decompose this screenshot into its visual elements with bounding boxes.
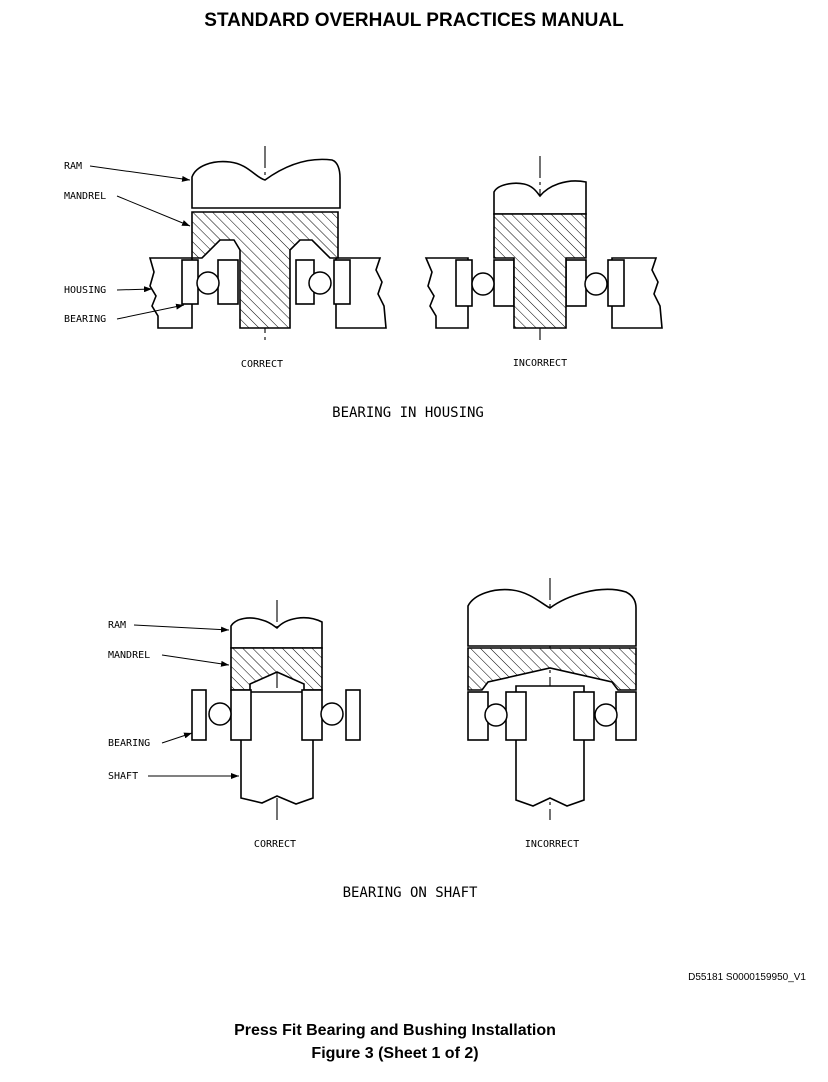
ram-shape <box>493 180 587 215</box>
ram-shape <box>230 616 323 649</box>
ball-right <box>584 272 608 296</box>
bearing-inner-right <box>573 691 595 741</box>
bearing-inner-left <box>493 259 515 307</box>
figure-caption-title: Press Fit Bearing and Bushing Installati… <box>234 1022 556 1039</box>
housing-correct-label: CORRECT <box>241 359 283 370</box>
label-mandrel: MANDREL <box>108 650 150 661</box>
bearing-outer-right <box>615 691 637 741</box>
housing-incorrect-label: INCORRECT <box>513 358 567 369</box>
bearing-inner-right <box>565 259 587 307</box>
ball-left <box>471 272 495 296</box>
label-housing: HOUSING <box>64 285 106 296</box>
bearing-inner-left <box>230 689 252 741</box>
label-ram: RAM <box>108 620 126 631</box>
ball-right <box>594 703 618 727</box>
bearing-outer-right <box>607 259 625 307</box>
shaft-section-title: BEARING ON SHAFT <box>343 885 478 901</box>
label-bearing: BEARING <box>108 738 150 749</box>
ram-shape <box>467 588 637 647</box>
label-shaft: SHAFT <box>108 771 138 782</box>
bearing-inner-left <box>217 259 239 305</box>
housing-correct-diagram <box>148 146 387 340</box>
shaft-incorrect-label: INCORRECT <box>525 839 579 850</box>
bearing-outer-left <box>181 259 199 305</box>
bearing-outer-right <box>345 689 361 741</box>
drawing-reference: D55181 S0000159950_V1 <box>688 972 806 983</box>
shaft-incorrect-diagram <box>467 578 637 820</box>
bearing-inner-left <box>505 691 527 741</box>
figure-caption-number: Figure 3 (Sheet 1 of 2) <box>311 1045 479 1062</box>
mandrel-shape <box>191 211 339 329</box>
ball-right <box>308 271 332 295</box>
bearing-installation-figure: RAM MANDREL HOUSING BEARING CORRECT <box>64 146 663 901</box>
bearing-inner-right <box>301 689 323 741</box>
bearing-outer-right <box>333 259 351 305</box>
housing-section-title: BEARING IN HOUSING <box>332 405 484 421</box>
ball-left <box>196 271 220 295</box>
label-mandrel: MANDREL <box>64 191 106 202</box>
mandrel-shape <box>493 213 587 329</box>
bearing-outer-left <box>191 689 207 741</box>
ball-left <box>484 703 508 727</box>
mandrel-shape <box>467 647 637 691</box>
housing-incorrect-diagram <box>424 156 663 340</box>
bearing-outer-left <box>455 259 473 307</box>
ball-right <box>320 702 344 726</box>
shaft-correct-label: CORRECT <box>254 839 296 850</box>
shaft-correct-diagram <box>191 600 361 820</box>
page-header: STANDARD OVERHAUL PRACTICES MANUAL <box>204 10 624 31</box>
ball-left <box>208 702 232 726</box>
label-ram: RAM <box>64 161 82 172</box>
label-bearing: BEARING <box>64 314 106 325</box>
ram-shape <box>191 158 341 209</box>
